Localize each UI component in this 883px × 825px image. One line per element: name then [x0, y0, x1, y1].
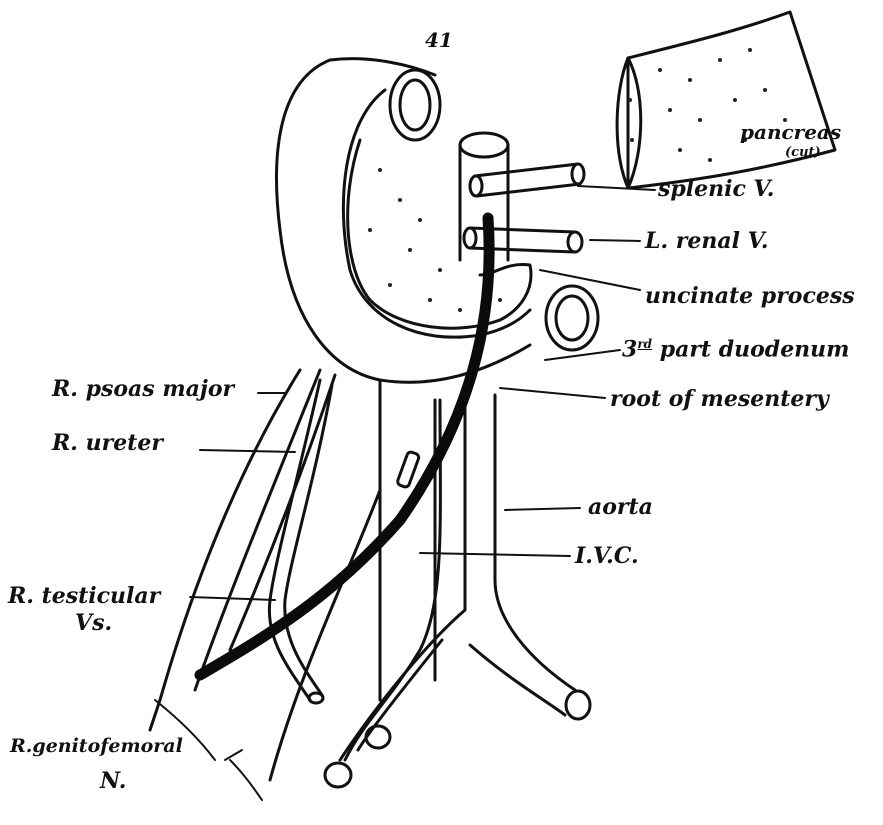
label-r-testicular-vs: Vs. — [75, 612, 112, 634]
pancreas-texture — [628, 48, 787, 162]
third-part-superscript: rd — [637, 337, 652, 351]
third-part-text: part duodenum — [660, 336, 850, 362]
label-splenic-v: splenic V. — [658, 178, 774, 200]
probe-line — [200, 218, 489, 675]
label-r-ureter: R. ureter — [52, 432, 163, 454]
testicular-vessels — [269, 380, 332, 703]
label-l-renal-v: L. renal V. — [645, 230, 769, 252]
splenic-vein — [470, 164, 584, 196]
pancreas-head — [348, 140, 531, 328]
label-root-of-mesentery: root of mesentery — [610, 388, 829, 410]
duodenum-loop — [277, 59, 598, 383]
label-uncinate-process: uncinate process — [645, 285, 855, 307]
label-r-testicular: R. testicular — [8, 585, 160, 607]
label-r-genitofemoral: R.genitofemoral — [10, 737, 183, 756]
label-ivc: I.V.C. — [575, 545, 639, 567]
pancreas-cut-shape — [617, 12, 835, 188]
label-aorta: aorta — [588, 496, 653, 518]
label-r-genitofemoral-n: N. — [100, 770, 126, 792]
leader-lines — [190, 186, 655, 760]
label-pancreas-cut: (cut) — [785, 146, 821, 159]
page-number: 41 — [425, 30, 453, 50]
label-r-psoas-major: R. psoas major — [52, 378, 234, 400]
third-part-number: 3 — [622, 336, 637, 362]
small-vessel-stump — [397, 451, 420, 488]
label-third-part-duodenum: 3rd part duodenum — [622, 338, 849, 360]
left-renal-vein — [464, 228, 582, 252]
label-pancreas: pancreas — [740, 122, 841, 142]
